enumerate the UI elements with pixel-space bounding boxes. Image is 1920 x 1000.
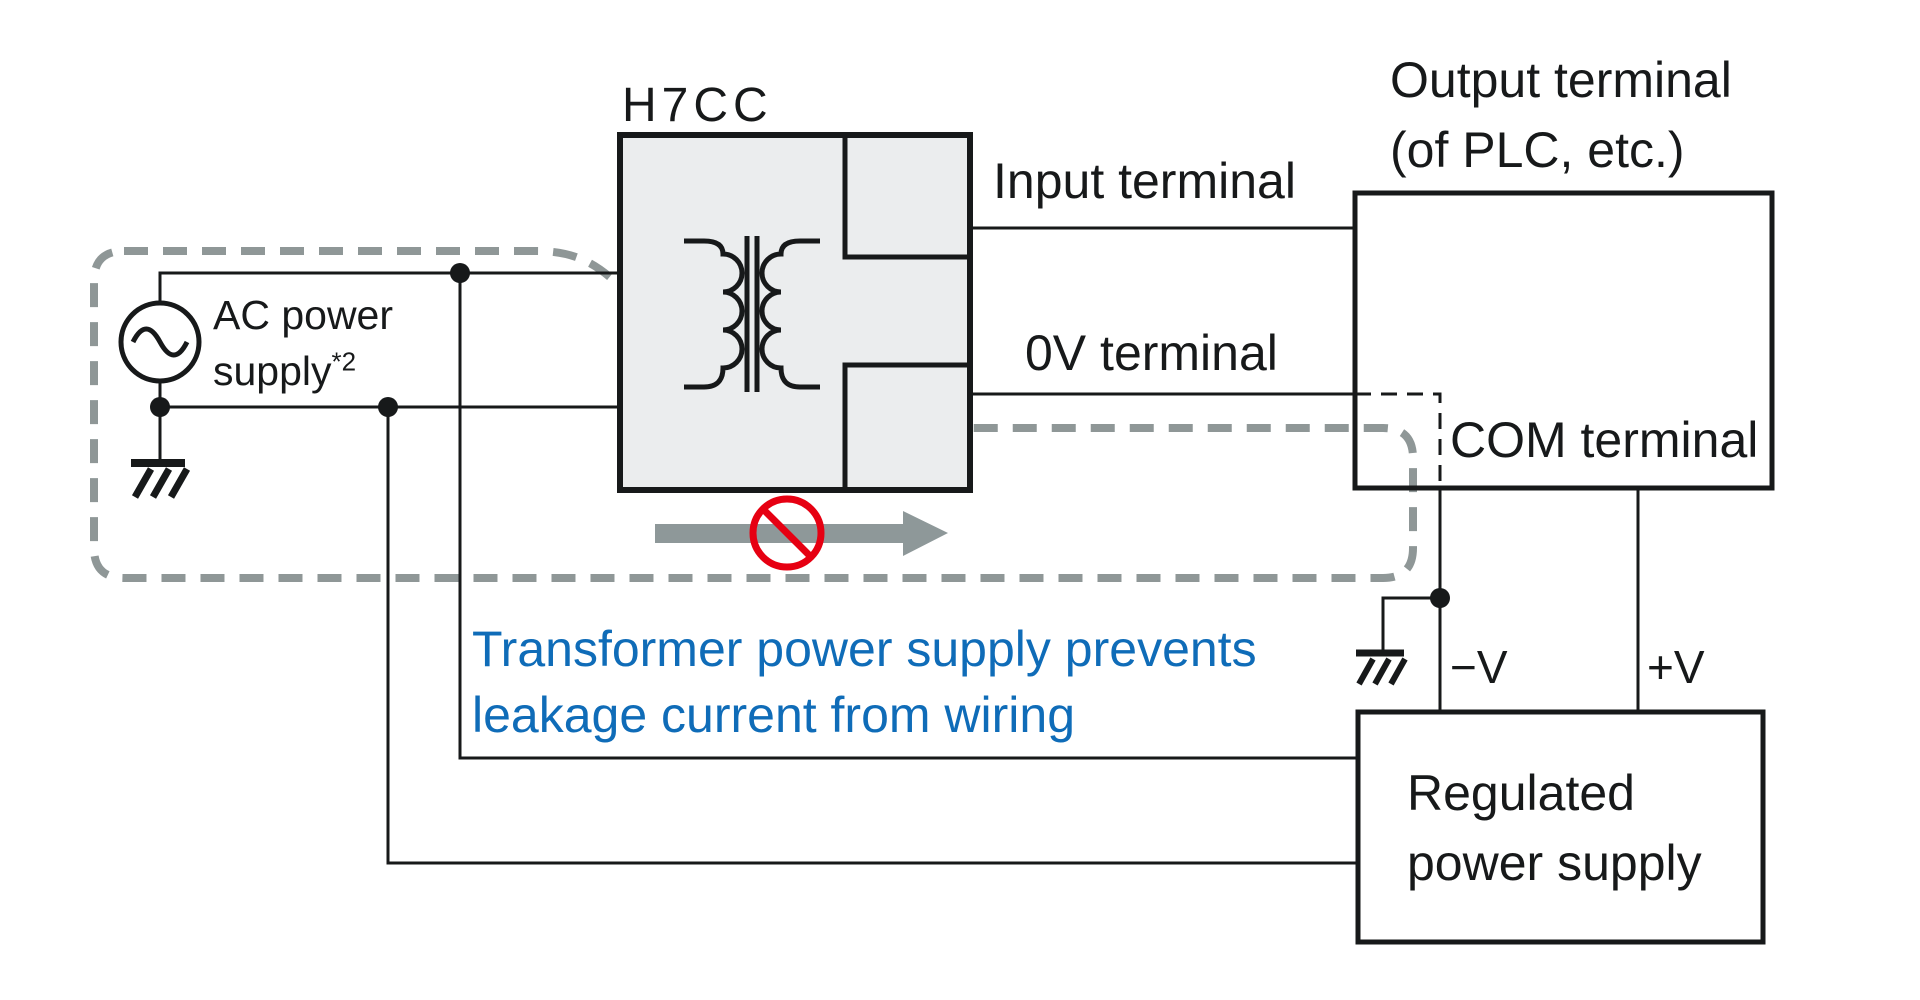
transformer-icon [684, 236, 820, 392]
h7cc-device-box [617, 132, 973, 493]
plus-v-label: +V [1647, 641, 1705, 693]
regulated-line2: power supply [1407, 835, 1702, 891]
regulated-power-supply-box [1355, 709, 1766, 945]
minus-v-label: −V [1450, 641, 1508, 693]
h7cc-terminal-notch-top [842, 138, 967, 260]
supply-wire-upper [458, 273, 1358, 760]
output-terminal-line2: (of PLC, etc.) [1390, 122, 1685, 178]
ac-label-footnote: *2 [331, 346, 357, 377]
output-terminal-box [1352, 190, 1775, 491]
com-terminal-label: COM terminal [1450, 412, 1759, 468]
junction-dot [1430, 588, 1450, 608]
arrow-right-icon [655, 511, 948, 556]
ac-label-line1: AC power [213, 292, 394, 338]
input-terminal-label: Input terminal [993, 153, 1296, 209]
note-line1: Transformer power supply prevents [472, 621, 1257, 677]
junction-dot [378, 397, 398, 417]
ac-source-icon [118, 300, 202, 384]
output-terminal-line1: Output terminal [1390, 52, 1732, 108]
regulated-line1: Regulated [1407, 765, 1635, 821]
ac-label-line2: supply [213, 348, 332, 394]
device-label: H7CC [622, 79, 773, 132]
zero-v-terminal-label: 0V terminal [1025, 325, 1278, 381]
h7cc-terminal-notch-bottom [842, 362, 967, 487]
ac-power-supply-label: AC power supply*2 [213, 287, 393, 399]
note-text: Transformer power supply prevents leakage… [472, 616, 1257, 748]
zero-v-hidden-wire [1355, 392, 1442, 486]
junction-dot [450, 263, 470, 283]
junction-dot [150, 397, 170, 417]
supply-wire-lower [386, 407, 1358, 865]
output-terminal-label: Output terminal (of PLC, etc.) [1390, 45, 1732, 185]
note-line2: leakage current from wiring [472, 687, 1076, 743]
earth-ground-icon [131, 459, 191, 499]
regulated-power-supply-label: Regulated power supply [1407, 758, 1702, 898]
earth-ground-icon [1356, 649, 1408, 686]
no-entry-icon [749, 495, 825, 571]
com-ground-wire [1381, 596, 1440, 650]
